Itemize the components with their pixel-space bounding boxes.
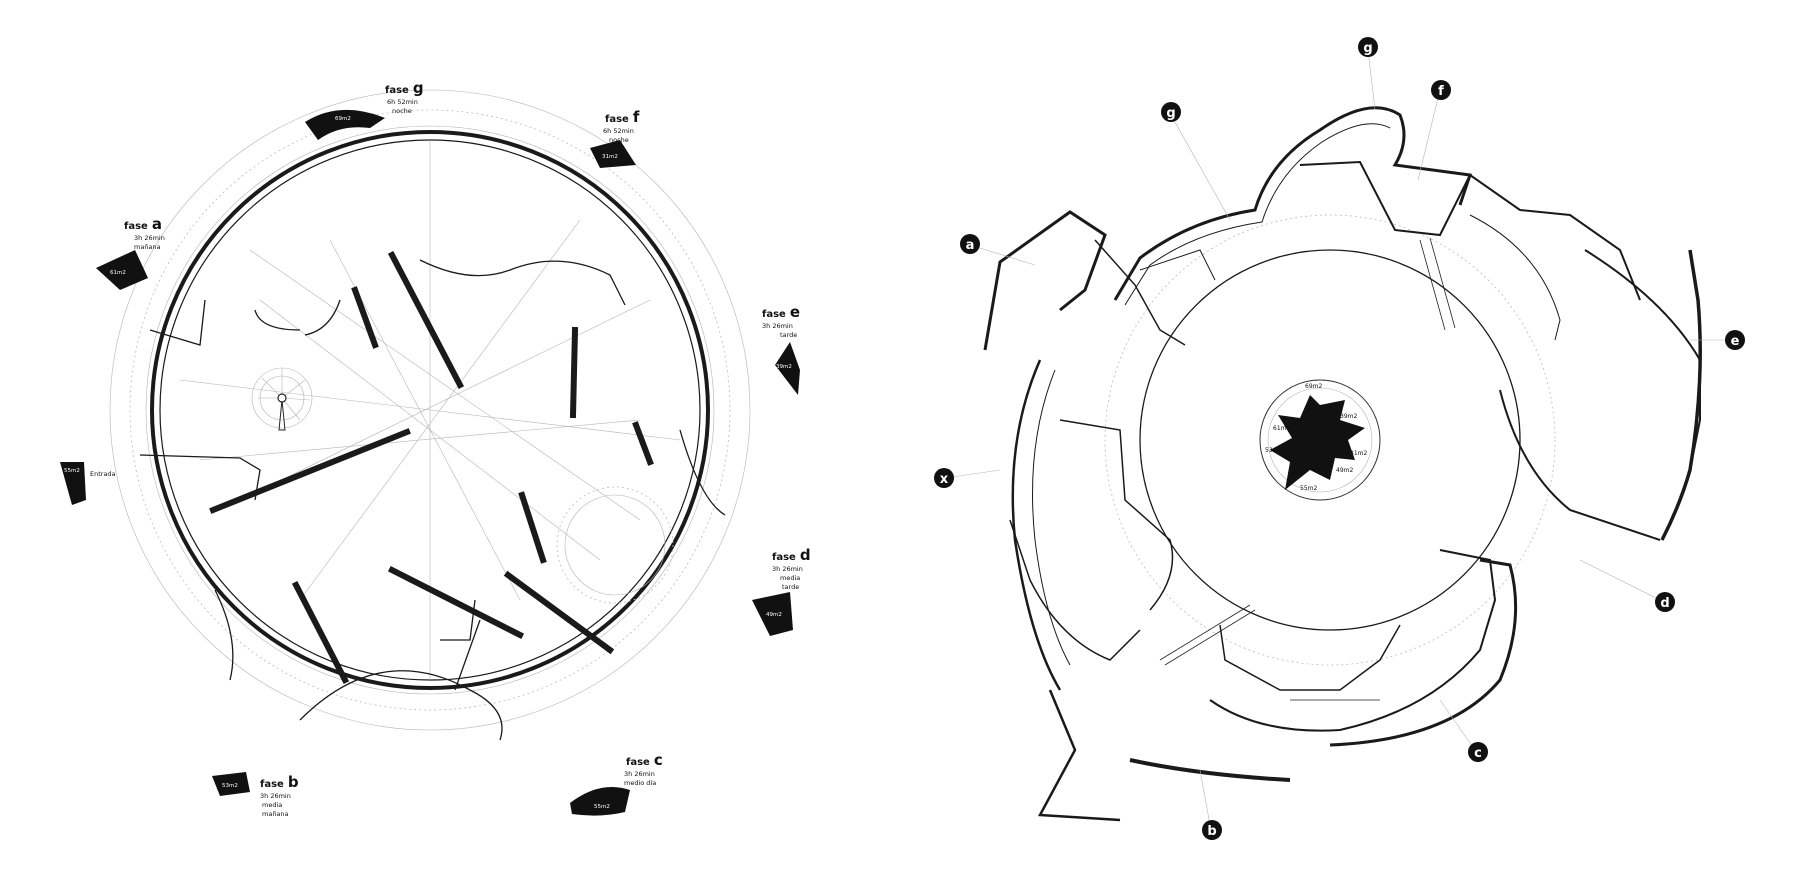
- svg-text:69m2: 69m2: [335, 116, 351, 122]
- svg-text:31m2: 31m2: [602, 154, 618, 160]
- left-room-outlines: [139, 259, 726, 741]
- svg-text:3h 26min: 3h 26min: [134, 234, 165, 242]
- svg-text:39m2: 39m2: [776, 364, 792, 370]
- right-marker-d: d: [1655, 592, 1675, 612]
- entrance-label: Entrada: [90, 470, 116, 478]
- svg-text:b: b: [1207, 824, 1216, 839]
- right-marker-a: a: [960, 234, 980, 254]
- svg-text:31m2: 31m2: [1350, 450, 1367, 457]
- svg-text:6h 52min: 6h 52min: [603, 127, 634, 135]
- svg-text:e: e: [1731, 334, 1740, 349]
- svg-text:61m2: 61m2: [110, 270, 126, 276]
- svg-text:3h 26min: 3h 26min: [772, 565, 803, 573]
- svg-text:49m2: 49m2: [1336, 467, 1353, 474]
- right-marker-leaders: [944, 49, 1730, 826]
- svg-text:39m2: 39m2: [1340, 413, 1357, 420]
- left-circular-plan: 61m2 53m2 55m2 49m2 39m2 31m2 69m2 55m2: [60, 79, 811, 818]
- right-marker-e: e: [1725, 330, 1745, 350]
- right-marker-b: b: [1202, 820, 1222, 840]
- svg-text:mañana: mañana: [262, 810, 289, 818]
- right-marker-g-top: g: [1358, 37, 1378, 57]
- right-pinwheel-plan: 69m2 61m2 39m2 53m2 55m2 31m2 49m2: [934, 37, 1745, 840]
- svg-text:3h 26min: 3h 26min: [260, 792, 291, 800]
- svg-text:61m2: 61m2: [1273, 425, 1290, 432]
- svg-text:medio día: medio día: [624, 779, 656, 787]
- svg-text:tarde: tarde: [782, 583, 799, 591]
- right-wing-walls: [983, 106, 1702, 822]
- svg-text:55m2: 55m2: [594, 804, 610, 810]
- svg-text:69m2: 69m2: [1305, 383, 1322, 390]
- left-dotted-ring: [129, 109, 731, 711]
- svg-text:x: x: [940, 472, 949, 487]
- right-dotted-ring: [1104, 214, 1556, 666]
- left-spiral-stair: [251, 367, 313, 431]
- svg-text:f: f: [1438, 84, 1444, 99]
- svg-text:a: a: [966, 238, 975, 253]
- right-stair-hatching: [1159, 237, 1456, 701]
- svg-text:53m2: 53m2: [1265, 447, 1282, 454]
- phase-marker-a: 61m2: [96, 250, 148, 290]
- phase-marker-d: 49m2: [752, 592, 793, 636]
- svg-text:53m2: 53m2: [222, 783, 238, 789]
- phase-marker-b: 53m2: [212, 772, 250, 796]
- svg-text:c: c: [1474, 746, 1482, 761]
- left-outer-wall: [150, 130, 710, 690]
- svg-text:media: media: [780, 574, 800, 582]
- svg-text:noche: noche: [392, 107, 412, 115]
- svg-text:g: g: [1363, 41, 1372, 56]
- svg-text:g: g: [1166, 106, 1175, 121]
- svg-text:3h 26min: 3h 26min: [624, 770, 655, 778]
- right-marker-f: f: [1431, 80, 1451, 100]
- svg-text:3h 26min: 3h 26min: [762, 322, 793, 330]
- svg-text:noche: noche: [609, 136, 629, 144]
- right-marker-g-left: g: [1161, 102, 1181, 122]
- phase-marker-e: 39m2: [775, 342, 800, 395]
- svg-text:mañana: mañana: [134, 243, 161, 251]
- left-construction-lines: [179, 140, 681, 680]
- right-marker-x: x: [934, 468, 954, 488]
- left-courtyard-dotted: [556, 486, 674, 604]
- svg-text:55m2: 55m2: [1300, 485, 1317, 492]
- svg-text:d: d: [1660, 596, 1669, 611]
- right-marker-c: c: [1468, 742, 1488, 762]
- svg-text:55m2: 55m2: [64, 468, 80, 474]
- left-courtyard-circle: [564, 494, 666, 596]
- svg-text:media: media: [262, 801, 282, 809]
- left-outer-ring: [109, 89, 751, 731]
- phase-marker-f: 31m2: [590, 140, 636, 168]
- svg-text:49m2: 49m2: [766, 612, 782, 618]
- svg-text:tarde: tarde: [780, 331, 797, 339]
- right-center-diagram: 69m2 61m2 39m2 53m2 55m2 31m2 49m2: [1259, 379, 1381, 501]
- right-central-court: [1139, 249, 1521, 631]
- left-partition-walls: [209, 250, 654, 685]
- phase-marker-g: 69m2: [305, 109, 385, 140]
- left-wall-hatch-ring: [145, 125, 715, 695]
- phase-marker-c: 55m2: [570, 786, 630, 816]
- svg-text:6h 52min: 6h 52min: [387, 98, 418, 106]
- entrance-marker: 55m2 Entrada: [60, 462, 116, 505]
